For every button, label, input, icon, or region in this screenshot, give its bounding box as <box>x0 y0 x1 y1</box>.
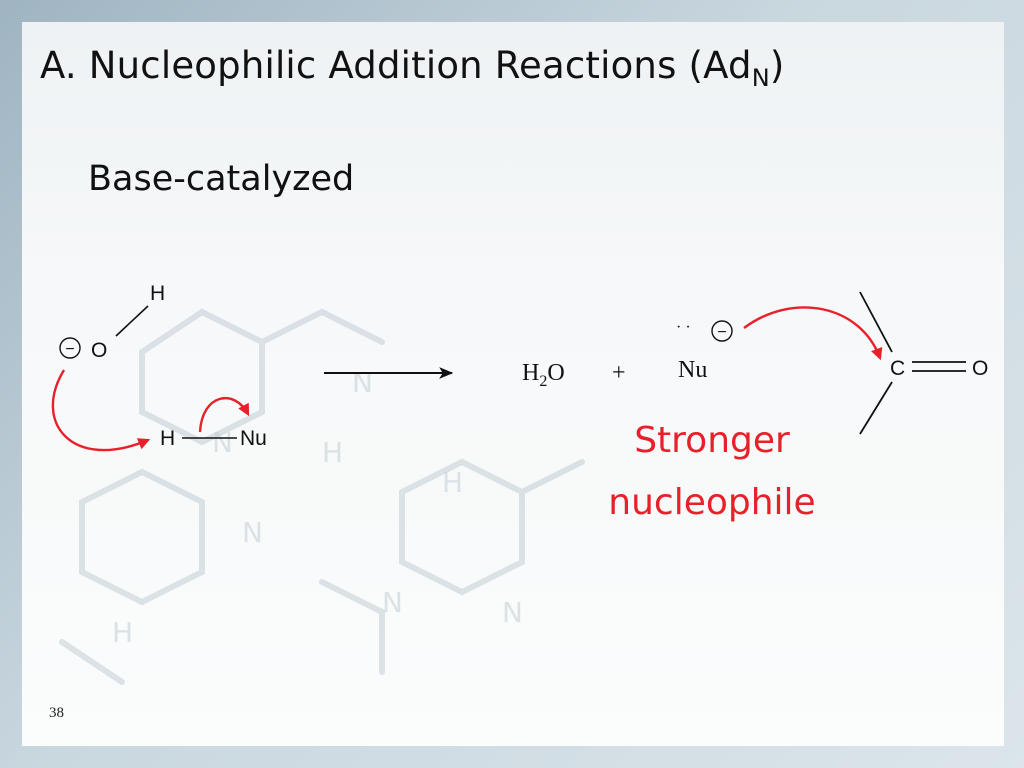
hydroxide-oxygen: O <box>91 339 107 362</box>
highlight-stronger: Stronger <box>634 420 790 461</box>
title-subscript: N <box>751 64 770 92</box>
page-number: 38 <box>49 705 64 721</box>
svg-text:N: N <box>382 586 403 619</box>
plus-sign: + <box>612 360 626 386</box>
svg-text:−: − <box>65 341 74 358</box>
svg-text:N: N <box>242 516 263 549</box>
hnu-hydrogen: H <box>160 427 175 450</box>
svg-text:H: H <box>112 616 133 649</box>
nucleophile-charge: − <box>711 320 733 342</box>
hydroxide-hydrogen: H <box>150 282 165 305</box>
svg-text:N: N <box>352 366 373 399</box>
reaction-diagram: − O H H Nu H2O + · · Nu − C O <box>51 282 988 452</box>
svg-text:H: H <box>442 466 463 499</box>
title-main: A. Nucleophilic Addition Reactions (Ad <box>40 44 752 87</box>
svg-text:−: − <box>717 324 726 341</box>
svg-text:N: N <box>212 426 233 459</box>
water-formula: H2O <box>522 360 565 390</box>
title-close: ) <box>769 44 785 87</box>
carbonyl-upper-bond <box>859 291 893 353</box>
carbonyl-carbon: C <box>890 357 905 380</box>
background-molecule-watermark: N N H N N H H N <box>59 308 585 685</box>
highlight-nucleophile: nucleophile <box>608 482 816 523</box>
o-h-bond <box>115 305 149 337</box>
hydroxide-charge: − <box>59 337 81 359</box>
svg-text:N: N <box>502 596 523 629</box>
carbonyl-oxygen: O <box>972 357 988 380</box>
curved-arrow-nu-to-carbonyl <box>743 306 883 361</box>
slide-title: A. Nucleophilic Addition Reactions (AdN) <box>40 44 784 92</box>
slide-subtitle: Base-catalyzed <box>88 159 355 199</box>
curved-arrow-oxygen-to-h <box>51 369 151 452</box>
lone-pair-dots: · · <box>676 319 691 336</box>
nucleophile-anion: Nu <box>678 357 707 383</box>
curved-arrow-bond-to-nu <box>198 397 250 433</box>
svg-text:H: H <box>322 436 343 469</box>
hnu-nucleophile: Nu <box>240 427 267 450</box>
carbonyl-lower-bond <box>859 381 893 435</box>
slide: N N H N N H H N A. Nucleophilic Addition… <box>22 22 1004 746</box>
